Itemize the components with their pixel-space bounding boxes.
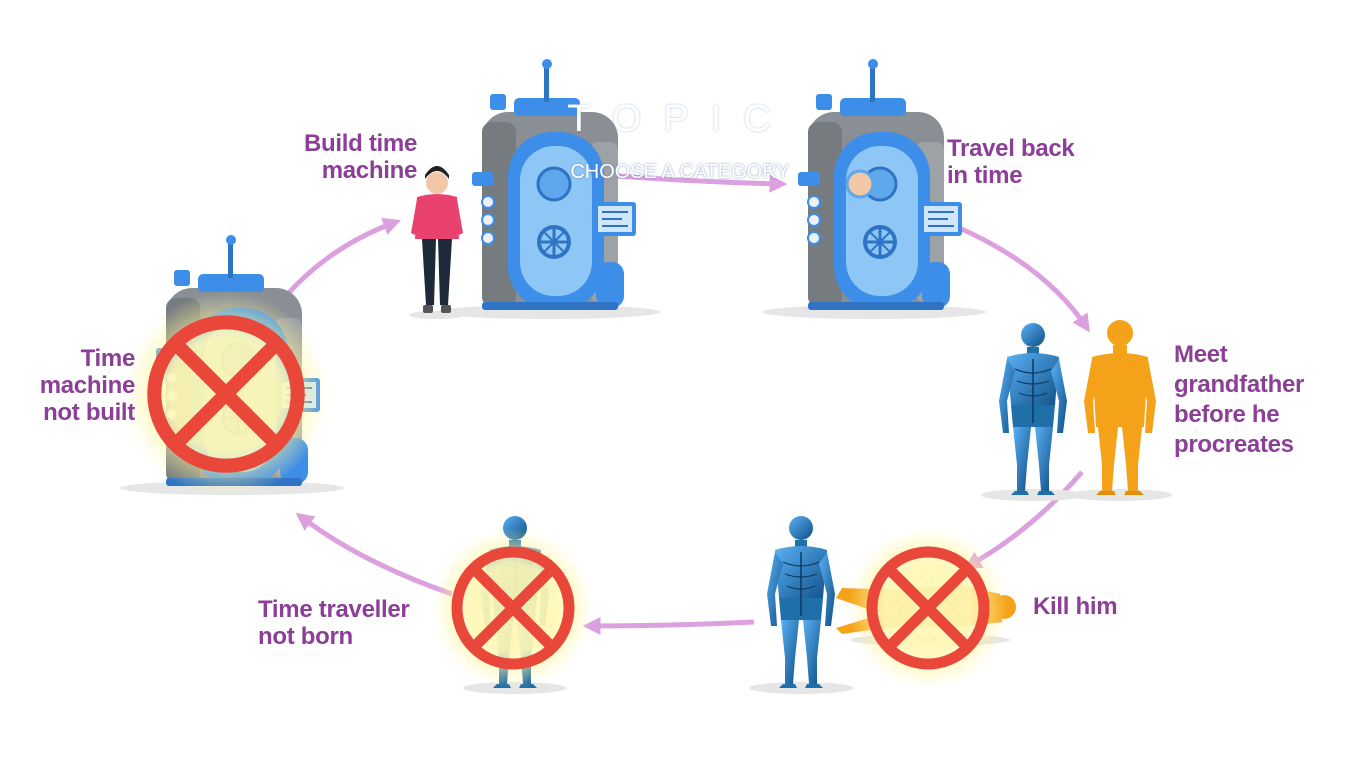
skeleton-figure-icon: [980, 322, 1086, 502]
grandfather-figure-icon: [1068, 320, 1172, 501]
label-build-time-machine: Build time machine: [303, 130, 417, 184]
overlay-topic-title: TOPIC: [567, 98, 793, 140]
cycle-arrow-build-to-travel: [617, 173, 788, 193]
label-time-machine-not-built: Time machine not built: [39, 345, 136, 426]
cycle-arrow-travel-to-meet: [954, 223, 1090, 333]
label-kill-him: Kill him: [1033, 593, 1118, 620]
person-icon: [409, 166, 465, 319]
prohibition-cross-icon: [848, 528, 1008, 688]
traveller-in-window: [845, 169, 875, 199]
cycle-arrow-notbuilt-to-build: [284, 217, 402, 298]
label-travel-back-in-time: Travel back in time: [947, 135, 1075, 189]
label-meet-grandfather: Meet grandfather before he procreates: [1174, 341, 1305, 458]
cycle-arrow-notborn-to-notbuilt: [295, 512, 453, 597]
skeleton-figure-icon: [748, 515, 854, 695]
prohibition-cross-icon: [124, 292, 329, 497]
label-time-traveller-not-born: Time traveller not born: [258, 596, 410, 650]
cycle-arrow-kill-to-notborn: [582, 616, 755, 635]
overlay-category-link[interactable]: CHOOSE A CATEGORY: [570, 161, 790, 183]
